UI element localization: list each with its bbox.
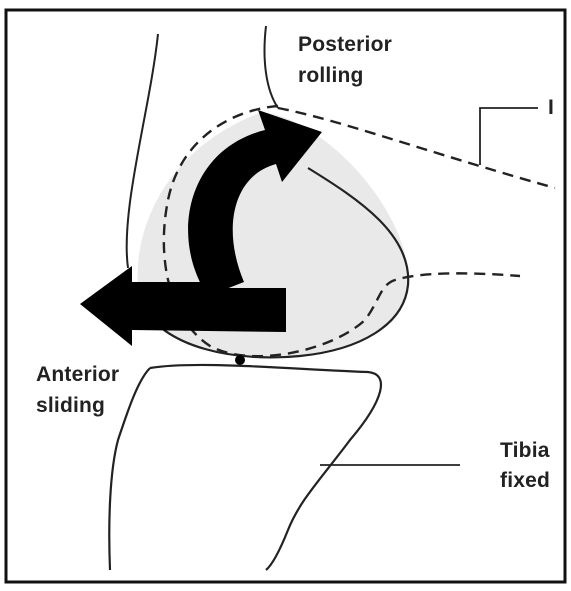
edge-mark-label: I: [548, 95, 554, 120]
tibia-label-line1: Tibia: [500, 438, 550, 463]
anterior-label-line2: sliding: [36, 393, 105, 418]
posterior-label-line1: Posterior: [298, 32, 392, 57]
tibia-label-line2: fixed: [500, 468, 550, 493]
contact-point: [235, 355, 245, 365]
posterior-label-line2: rolling: [298, 63, 364, 88]
anterior-label-line1: Anterior: [36, 362, 119, 387]
